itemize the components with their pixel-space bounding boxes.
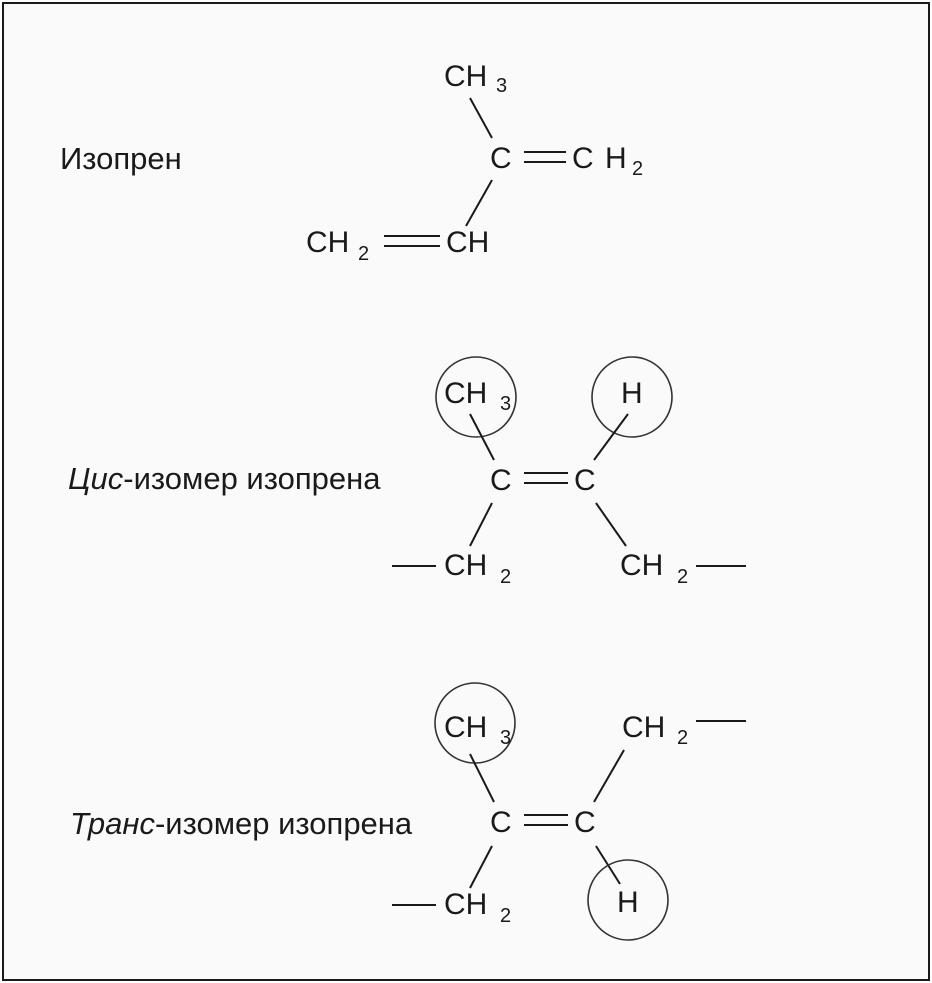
trans-h-atom: H [617,886,639,919]
trans-ch2-top-subscript: 2 [677,727,688,749]
trans-ch2-top-atom: CH [622,711,665,744]
cis-c-right: C [574,464,596,497]
cis-bond-c-ch2-left [469,502,493,547]
trans-bond-ch2-c [593,749,625,803]
label-cis-isomer: Цис-изомер изопрена [68,463,380,494]
iso-ch2-right-h: H [605,142,627,175]
isoprene-label-text: Изопрен [60,141,182,176]
cis-c-left: C [490,464,512,497]
cis-rest: -изомер изопрена [123,461,381,496]
iso-bond-c-ch [465,179,493,227]
iso-ch-atom: CH [446,226,489,259]
cis-ch2-left-atom: CH [444,549,487,582]
trans-structure: CH 3 CH 2 C C CH 2 H [392,682,746,941]
cis-prefix: Цис [68,461,124,496]
cis-h-circle [591,356,673,438]
trans-c-left: C [490,806,512,839]
cis-ch2-right-subscript: 2 [677,566,688,588]
trans-c-right: C [574,806,596,839]
iso-ch3-subscript: 3 [496,75,507,97]
trans-ch2-left-subscript: 2 [500,905,511,927]
iso-ch2-right-c: C [572,142,594,175]
iso-ch3-atom: CH [444,60,487,93]
label-isoprene: Изопрен [60,143,182,174]
cis-ch3-atom: CH [444,377,487,410]
iso-ch2-right-subscript: 2 [632,158,643,180]
trans-ch3-atom: CH [444,711,487,744]
iso-ch2-left-atom: CH [306,226,349,259]
isoprene-structure: CH 3 C C H 2 CH 2 CH [306,60,643,265]
trans-bond-c-ch2-left [469,845,493,889]
trans-ch3-subscript: 3 [500,727,511,749]
cis-bond-h-c [593,413,629,461]
cis-ch2-left-subscript: 2 [500,566,511,588]
trans-ch2-left-atom: CH [444,888,487,921]
label-trans-isomer: Транс-изомер изопрена [70,808,412,839]
trans-h-circle [587,859,669,941]
cis-bond-ch3-c [469,413,495,461]
cis-bond-c-ch2-right [595,502,627,547]
cis-structure: CH 3 H C C CH 2 CH 2 [392,356,746,588]
iso-bond-ch3-c [469,97,493,139]
trans-bond-ch3-c [469,753,495,803]
trans-rest: -изомер изопрена [154,806,413,841]
cis-ch3-circle [435,356,517,438]
iso-ch2-left-subscript: 2 [358,243,369,265]
cis-h-atom: H [621,377,643,410]
iso-c-atom: C [490,142,512,175]
cis-ch2-right-atom: CH [620,549,663,582]
trans-prefix: Транс [70,806,155,841]
cis-ch3-subscript: 3 [500,393,511,415]
